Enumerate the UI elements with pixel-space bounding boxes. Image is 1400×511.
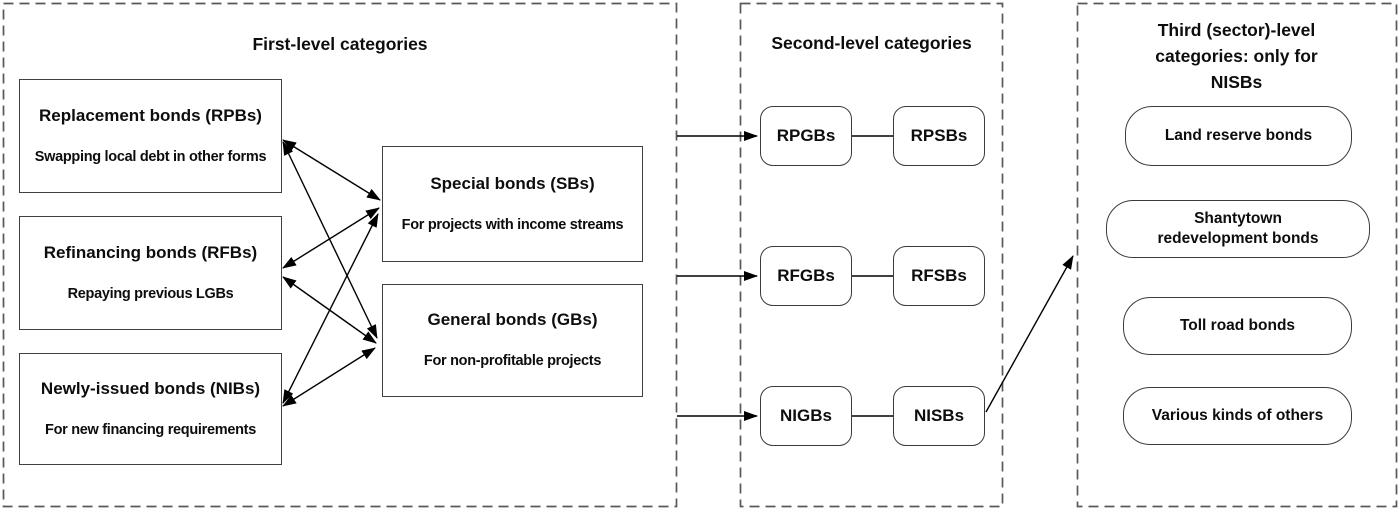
node-nigbs: NIGBs (760, 386, 852, 446)
box-newly-issued-bonds-title: Newly-issued bonds (NIBs) (40, 378, 261, 398)
box-newly-issued-bonds-subtitle: For new financing requirements (45, 421, 256, 438)
arrow-nisbs-to-third-panel (985, 255, 1074, 413)
box-replacement-bonds-subtitle: Swapping local debt in other forms (34, 148, 267, 165)
box-refinancing-bonds-title: Refinancing bonds (RFBs) (43, 242, 258, 262)
arrow-nib-gb (282, 347, 376, 407)
panel-second-title: Second-level categories (771, 33, 972, 53)
panel-third-title: Third (sector)-level categories: only fo… (1077, 17, 1396, 95)
box-newly-issued-bonds: Newly-issued bonds (NIBs) For new financ… (19, 353, 282, 465)
arrow-rpb-gb (282, 141, 378, 339)
box-general-bonds: General bonds (GBs) For non-profitable p… (382, 284, 643, 397)
box-special-bonds: Special bonds (SBs) For projects with in… (382, 146, 643, 262)
node-various-kinds-of-others: Various kinds of others (1123, 387, 1352, 445)
box-general-bonds-subtitle: For non-profitable projects (423, 353, 602, 369)
box-general-bonds-title: General bonds (GBs) (427, 310, 598, 329)
node-land-reserve-bonds: Land reserve bonds (1125, 106, 1352, 166)
arrow-rfb-sb (282, 207, 380, 269)
node-shantytown-redevelopment-bonds: Shantytown redevelopment bonds (1106, 200, 1370, 258)
node-nisbs: NISBs (893, 386, 985, 446)
arrow-rpb-sb (282, 139, 381, 201)
box-replacement-bonds-title: Replacement bonds (RPBs) (39, 105, 262, 125)
box-special-bonds-subtitle: For projects with income streams (401, 216, 624, 233)
arrow-rfb-gb (282, 276, 377, 344)
arrow-nib-sb (282, 213, 379, 404)
box-refinancing-bonds-subtitle: Repaying previous LGBs (67, 285, 234, 302)
box-special-bonds-title: Special bonds (SBs) (430, 173, 595, 193)
node-rpgbs: RPGBs (760, 106, 852, 166)
node-toll-road-bonds: Toll road bonds (1123, 297, 1352, 355)
panel-third-title-text: Third (sector)-level categories: only fo… (1155, 20, 1318, 92)
panel-first-title: First-level categories (252, 34, 428, 54)
box-replacement-bonds: Replacement bonds (RPBs) Swapping local … (19, 79, 282, 193)
node-rfsbs: RFSBs (893, 246, 985, 306)
node-rfgbs: RFGBs (760, 246, 852, 306)
box-refinancing-bonds: Refinancing bonds (RFBs) Repaying previo… (19, 216, 282, 330)
node-rpsbs: RPSBs (893, 106, 985, 166)
